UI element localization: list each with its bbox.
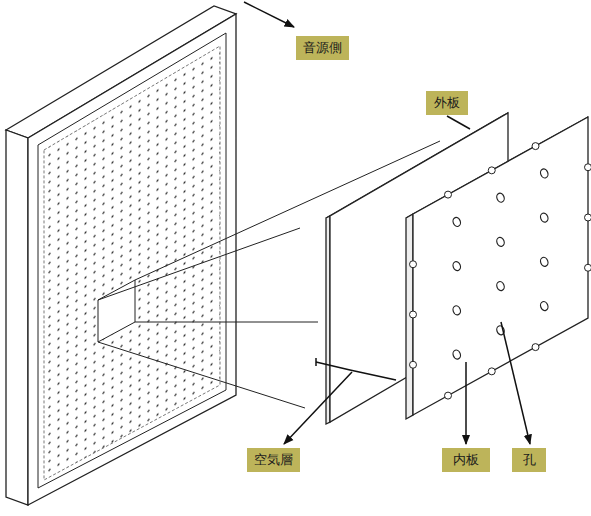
label-text: 内板 — [453, 452, 479, 468]
label-box: 外板 — [426, 91, 468, 115]
label-text: 孔 — [523, 452, 536, 468]
label-text: 空気層 — [254, 452, 293, 468]
label-text: 外板 — [434, 95, 460, 111]
label-box: 音源側 — [296, 36, 349, 60]
label-box: 空気層 — [247, 448, 300, 472]
label-box: 孔 — [512, 448, 546, 472]
label-text: 音源側 — [303, 40, 342, 56]
frame-panel — [6, 6, 236, 505]
inner-plate — [406, 117, 591, 419]
label-box: 内板 — [442, 448, 490, 472]
leader-lines — [244, 2, 530, 444]
